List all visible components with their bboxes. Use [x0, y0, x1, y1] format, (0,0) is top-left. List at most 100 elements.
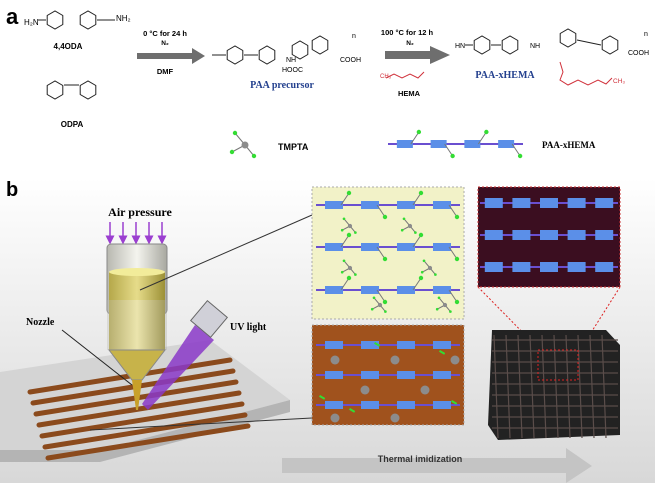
benzene-ring [311, 35, 329, 55]
chain-name: PAA-xHEMA [542, 140, 596, 150]
acrylate-end [454, 214, 460, 220]
paa-nh: NH [286, 57, 296, 64]
tmpta-core [347, 265, 353, 271]
crosslink-node [450, 355, 460, 365]
chain-block [361, 243, 379, 251]
nozzle-tip [132, 380, 142, 410]
chain-block [540, 230, 558, 240]
printed-polyimide-lattice [488, 330, 620, 440]
chain-block [433, 341, 451, 349]
chain-block [325, 243, 343, 251]
chain-block [361, 341, 379, 349]
lattice-wall [553, 334, 559, 439]
reacted-end [439, 350, 446, 355]
product-cooh: COOH [628, 50, 649, 57]
crosslink-node [360, 385, 370, 395]
panel-a-label: a [6, 4, 19, 29]
tmpta-core [442, 302, 448, 308]
acrylate-end [384, 310, 387, 313]
chain-block [396, 140, 413, 148]
acrylate-end [450, 153, 455, 159]
acrylate-end [437, 296, 441, 300]
step1-arrow [137, 48, 205, 64]
product-repeat-n: n [644, 31, 648, 38]
reacted-end [450, 400, 458, 405]
acrylate-end [418, 190, 424, 196]
chain-block [430, 140, 447, 148]
chain-block [433, 401, 451, 409]
benzene-ring [46, 10, 64, 30]
chain-block [484, 230, 503, 240]
step1-solvent: DMF [157, 67, 174, 76]
hema-structure [385, 71, 425, 79]
oda-name: 4,4ODA [54, 42, 83, 51]
acrylate-end [420, 270, 424, 274]
paa-xhema-chain-icon [388, 129, 523, 159]
tmpta-core [347, 223, 353, 229]
acrylate-end [414, 231, 417, 234]
benzene-ring [559, 28, 577, 48]
acrylate-end [346, 190, 352, 196]
chain-block [397, 286, 415, 294]
acrylate-end [354, 231, 357, 234]
crosslink-node [390, 413, 400, 423]
paa-hooc: HOOC [282, 67, 303, 74]
chain-block [397, 371, 415, 379]
lattice-wall [529, 334, 535, 439]
acrylate-end [517, 153, 523, 159]
benzene-ring [79, 10, 97, 30]
product-ch3: CH₃ [613, 78, 625, 85]
oda-amine-left: H₂N [24, 18, 39, 27]
odpa-name: ODPA [61, 120, 84, 129]
reacted-end [349, 408, 356, 413]
chain-block [361, 371, 379, 379]
chain-block [397, 243, 415, 251]
crosslink-node [330, 355, 340, 365]
uv-lamp [189, 299, 229, 339]
acrylate-end [434, 273, 437, 276]
acrylate-end [342, 217, 346, 221]
benzene-ring [226, 45, 244, 65]
hema-ch3: CH₃ [380, 74, 392, 80]
benzene-ring [46, 80, 64, 100]
hema-name: HEMA [398, 89, 421, 98]
chain-block [484, 262, 503, 272]
product-name: PAA-xHEMA [475, 70, 535, 81]
filament-line [36, 390, 242, 428]
air-pressure-arrows [105, 222, 167, 245]
chain-block [433, 371, 451, 379]
chain-block [512, 198, 531, 208]
chain-block [361, 201, 379, 209]
reacted-end [319, 395, 326, 400]
chain-block [397, 341, 415, 349]
acrylate-end [382, 214, 388, 220]
acrylate-end [449, 310, 452, 313]
step2-arrow [385, 46, 450, 64]
chemical-structures [38, 10, 619, 100]
benzene-ring [501, 35, 519, 55]
chain-block [595, 262, 614, 272]
tmpta-name: TMPTA [278, 142, 309, 152]
chain-block [595, 230, 614, 240]
paa-precursor-name: PAA precursor [250, 80, 314, 91]
paa-repeat-n: n [352, 33, 356, 40]
lattice-wall [517, 334, 523, 439]
lattice-wall [601, 334, 607, 439]
oda-amine-right: NH₂ [116, 14, 131, 23]
chain-block [540, 262, 558, 272]
lattice-wall [589, 334, 595, 439]
acrylate-end [382, 256, 388, 262]
benzene-ring [473, 35, 491, 55]
benzene-ring [601, 35, 619, 55]
chain-block [498, 140, 515, 148]
uv-light-label: UV light [230, 322, 267, 333]
acrylate-end [229, 149, 235, 155]
filament-line [42, 412, 248, 450]
benzene-ring [291, 40, 309, 60]
lattice-wall [505, 334, 511, 439]
zoom-region [537, 349, 579, 381]
chain-block [595, 198, 614, 208]
nozzle-label: Nozzle [26, 317, 55, 328]
